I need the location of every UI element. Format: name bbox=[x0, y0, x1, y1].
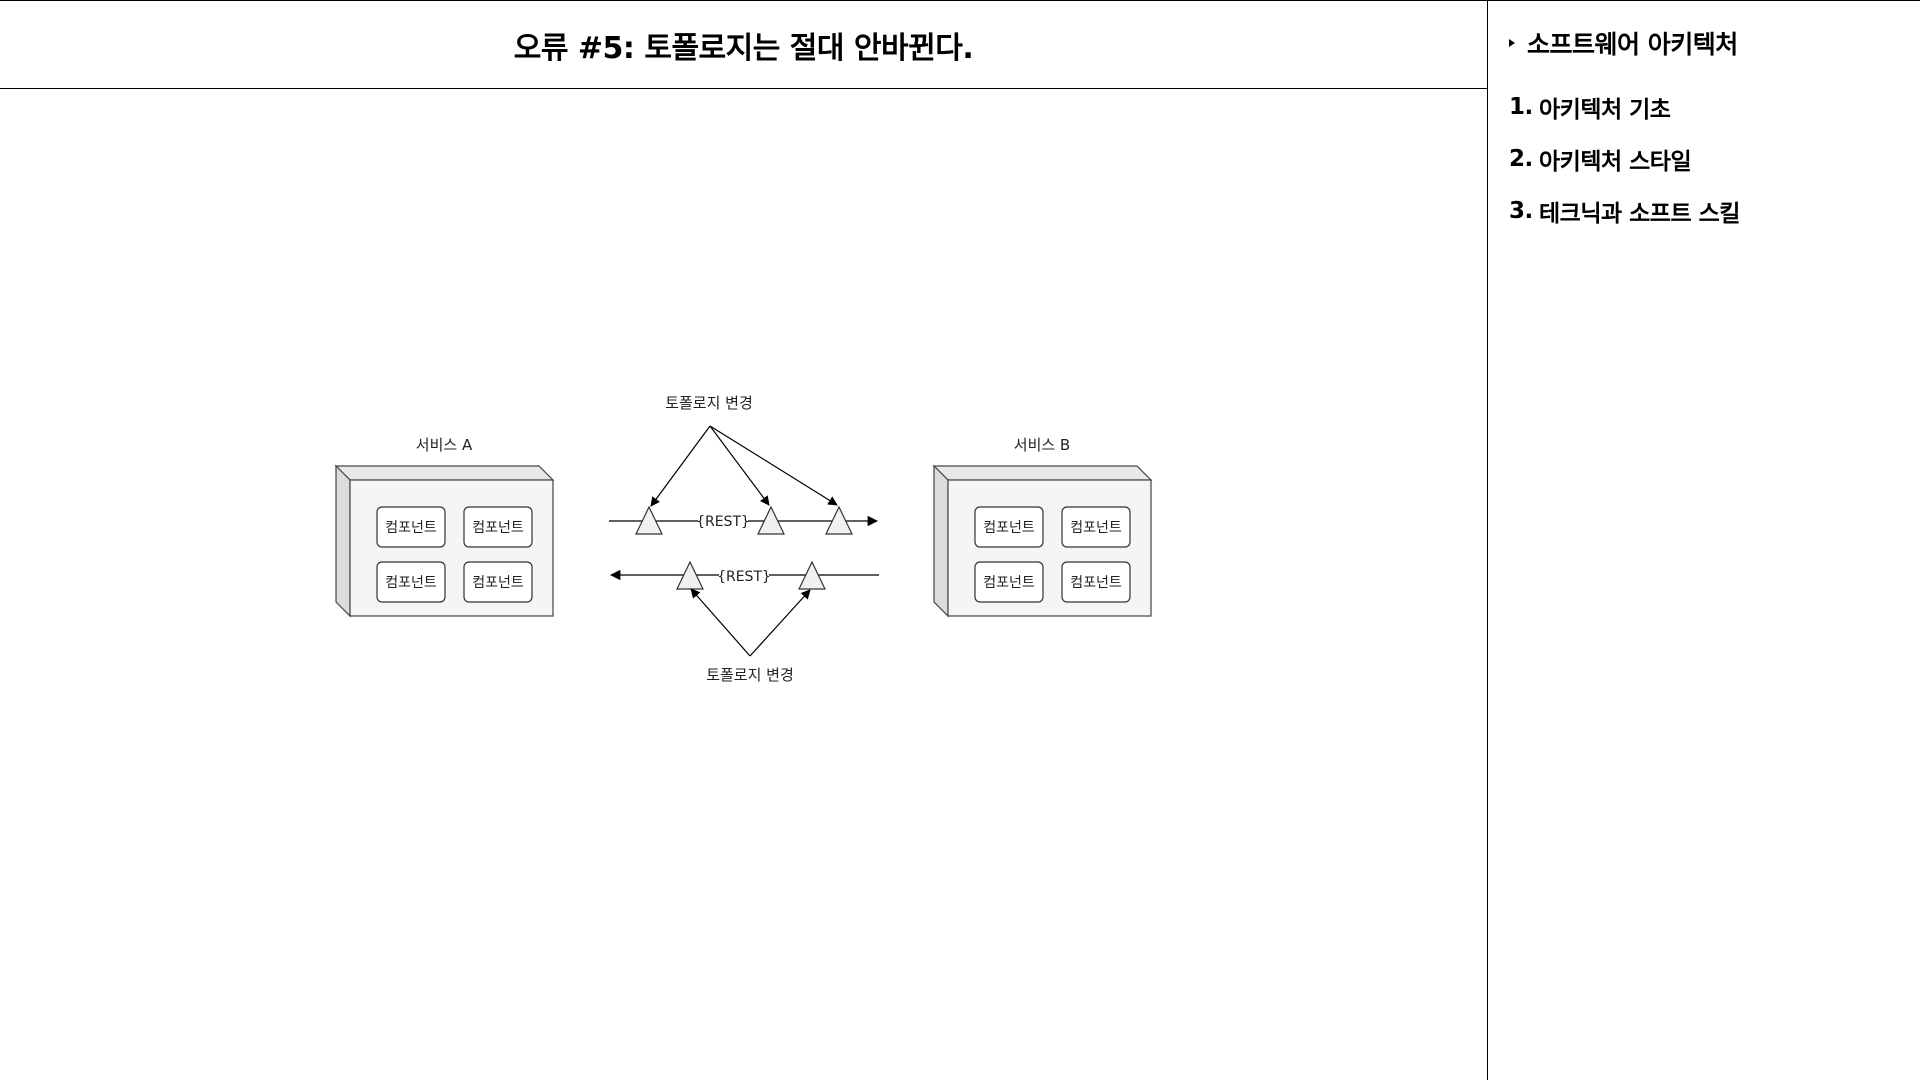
sidebar-item-techniques: 3. 테크닉과 소프트 스킬 bbox=[1509, 185, 1740, 237]
service-a-box-top bbox=[334, 465, 555, 481]
bottom-link-triangle-2 bbox=[798, 560, 826, 590]
service-a-component-3-label: 컴포넌트 bbox=[385, 575, 437, 591]
service-a-component-1-label: 컴포넌트 bbox=[385, 520, 437, 536]
service-a-component-2-label: 컴포넌트 bbox=[472, 520, 524, 536]
sidebar-item-styles: 2. 아키텍처 스타일 bbox=[1509, 133, 1740, 185]
triangle-bullet-icon bbox=[1509, 39, 1515, 47]
top-link: {REST} bbox=[609, 505, 879, 535]
bottom-link-label-bg bbox=[719, 566, 769, 584]
service-b-component-3 bbox=[974, 561, 1044, 603]
service-a: 서비스 A 컴포넌트 컴포넌트 컴포넌트 컴포넌트 bbox=[334, 436, 555, 618]
service-b-component-1 bbox=[974, 506, 1044, 548]
top-topology-change: 토폴로지 변경 bbox=[650, 394, 838, 507]
service-a-component-3 bbox=[376, 561, 446, 603]
sidebar: 소프트웨어 아키텍처 1. 아키텍처 기초 2. 아키텍처 스타일 3. 테크닉… bbox=[1489, 1, 1920, 1080]
top-change-label: 토폴로지 변경 bbox=[665, 394, 753, 412]
service-a-label: 서비스 A bbox=[416, 436, 473, 454]
sidebar-item-number: 3. bbox=[1509, 198, 1533, 224]
top-link-triangle-2 bbox=[757, 505, 785, 535]
main-panel: 오류 #5: 토폴로지는 절대 안바뀐다. 서비스 A 컴포넌트 컴포넌트 컴포… bbox=[0, 1, 1487, 1080]
service-b-component-3-label: 컴포넌트 bbox=[983, 575, 1035, 591]
service-a-component-1 bbox=[376, 506, 446, 548]
sidebar-item-label: 아키텍처 스타일 bbox=[1539, 149, 1692, 175]
top-link-triangle-1 bbox=[635, 505, 663, 535]
top-change-arrow-3 bbox=[709, 425, 838, 506]
bottom-change-label: 토폴로지 변경 bbox=[706, 666, 794, 684]
sidebar-heading: 소프트웨어 아키텍처 bbox=[1509, 25, 1738, 61]
top-change-arrow-1 bbox=[650, 425, 711, 507]
top-change-arrow-2 bbox=[709, 425, 770, 506]
service-b-component-2 bbox=[1061, 506, 1131, 548]
service-a-component-4 bbox=[463, 561, 533, 603]
sidebar-item-number: 1. bbox=[1509, 94, 1533, 120]
top-link-triangle-3 bbox=[825, 505, 853, 535]
sidebar-list: 1. 아키텍처 기초 2. 아키텍처 스타일 3. 테크닉과 소프트 스킬 bbox=[1509, 81, 1740, 237]
service-a-box-side bbox=[335, 464, 351, 618]
bottom-change-arrow-1 bbox=[690, 588, 751, 657]
bottom-topology-change: 토폴로지 변경 bbox=[690, 588, 811, 684]
service-b-component-4 bbox=[1061, 561, 1131, 603]
title-bar: 오류 #5: 토폴로지는 절대 안바뀐다. bbox=[0, 1, 1487, 89]
service-b-box-top bbox=[932, 465, 1153, 481]
vertical-divider bbox=[1487, 1, 1488, 1080]
topology-diagram: 서비스 A 컴포넌트 컴포넌트 컴포넌트 컴포넌트 서비스 B bbox=[334, 394, 1153, 684]
bottom-link: {REST} bbox=[609, 560, 879, 590]
bottom-link-triangle-1 bbox=[676, 560, 704, 590]
sidebar-item-label: 테크닉과 소프트 스킬 bbox=[1539, 201, 1740, 227]
sidebar-item-number: 2. bbox=[1509, 146, 1533, 172]
top-link-label-bg bbox=[698, 511, 748, 529]
service-b-label: 서비스 B bbox=[1014, 436, 1070, 454]
slide-title: 오류 #5: 토폴로지는 절대 안바뀐다. bbox=[513, 30, 974, 66]
sidebar-heading-label: 소프트웨어 아키텍처 bbox=[1527, 30, 1738, 59]
service-b-component-1-label: 컴포넌트 bbox=[983, 520, 1035, 536]
service-a-component-4-label: 컴포넌트 bbox=[472, 575, 524, 591]
bottom-link-label: {REST} bbox=[717, 569, 771, 585]
sidebar-item-basics: 1. 아키텍처 기초 bbox=[1509, 81, 1740, 133]
service-b: 서비스 B 컴포넌트 컴포넌트 컴포넌트 컴포넌트 bbox=[932, 436, 1153, 618]
service-b-component-4-label: 컴포넌트 bbox=[1070, 575, 1122, 591]
top-link-label: {REST} bbox=[696, 514, 750, 530]
service-b-box-side bbox=[933, 464, 949, 618]
service-a-component-2 bbox=[463, 506, 533, 548]
sidebar-item-label: 아키텍처 기초 bbox=[1539, 97, 1671, 123]
bottom-change-arrow-2 bbox=[749, 589, 811, 657]
service-b-component-2-label: 컴포넌트 bbox=[1070, 520, 1122, 536]
